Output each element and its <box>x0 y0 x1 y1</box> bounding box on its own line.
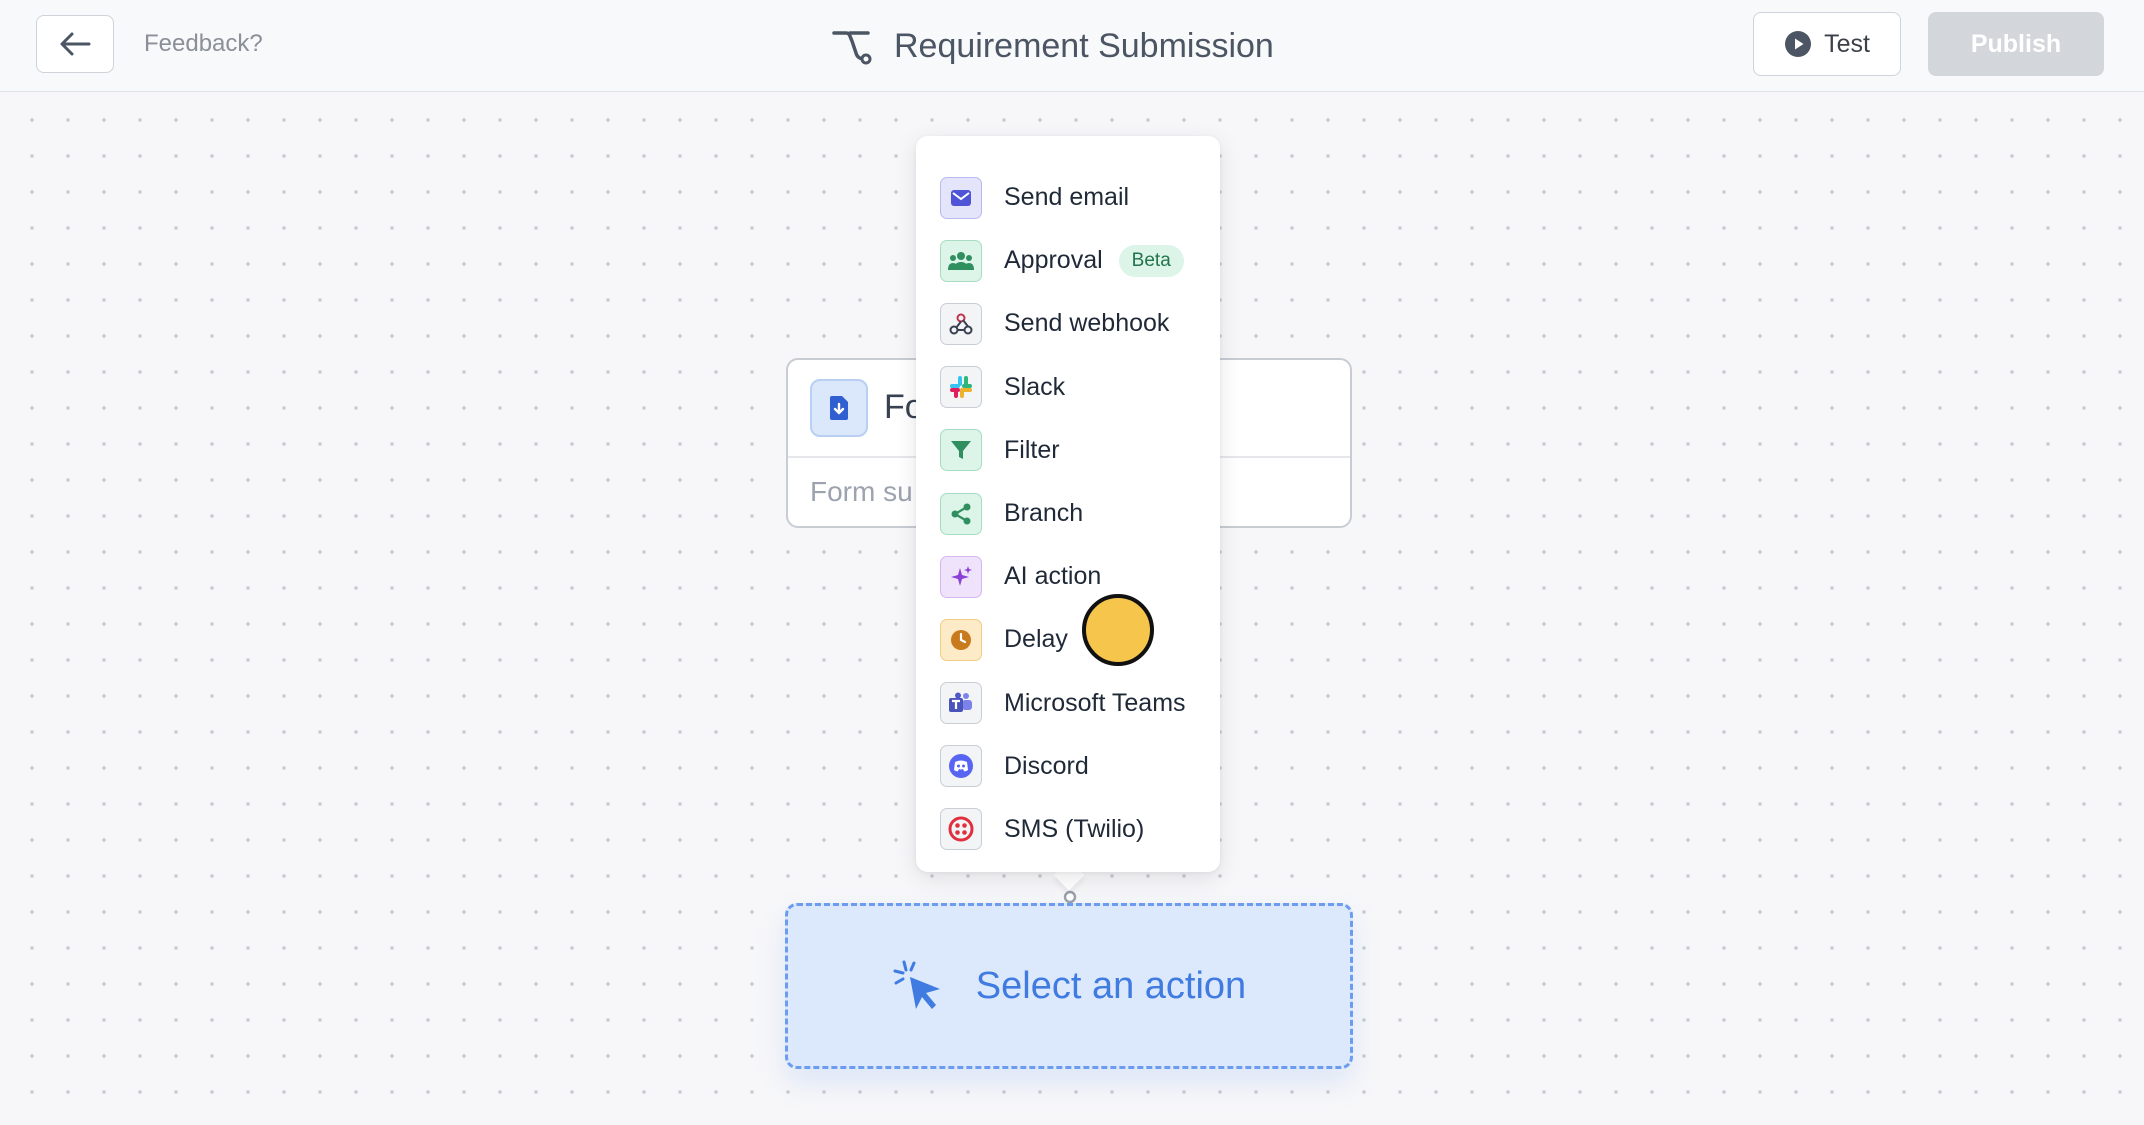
menu-item-discord[interactable]: Discord <box>916 735 1220 798</box>
trigger-subtitle: Form su <box>810 476 913 507</box>
play-circle-icon <box>1785 31 1812 57</box>
back-button[interactable] <box>36 15 114 73</box>
menu-item-label: Send webhook <box>1004 309 1170 338</box>
mouse-cursor-indicator <box>1082 594 1154 666</box>
arrow-left-icon <box>60 32 91 56</box>
menu-item-label: Slack <box>1004 372 1066 401</box>
test-button-label: Test <box>1824 29 1870 58</box>
menu-item-label: SMS (Twilio) <box>1004 814 1145 843</box>
top-bar: Feedback? Requirement Submission Test Pu… <box>0 0 2144 92</box>
form-download-icon <box>810 379 868 437</box>
menu-item-label: Approval <box>1004 246 1103 275</box>
sparkle-icon <box>940 555 982 598</box>
clock-icon <box>940 618 982 661</box>
menu-item-label: Send email <box>1004 183 1130 212</box>
feedback-link[interactable]: Feedback? <box>144 30 263 57</box>
mail-icon <box>940 176 982 219</box>
cursor-click-icon <box>893 960 940 1009</box>
twilio-icon <box>940 808 982 851</box>
menu-item-label: Branch <box>1004 499 1084 528</box>
publish-button[interactable]: Publish <box>1928 12 2104 76</box>
slack-icon <box>940 366 982 409</box>
beta-badge: Beta <box>1118 244 1184 277</box>
menu-item-branch[interactable]: Branch <box>916 482 1220 545</box>
menu-item-label: Delay <box>1004 625 1068 654</box>
workflow-title-area: Requirement Submission <box>830 18 1274 74</box>
teams-icon <box>940 682 982 725</box>
menu-item-delay[interactable]: Delay <box>916 608 1220 671</box>
menu-item-ai-action[interactable]: AI action <box>916 545 1220 608</box>
workflow-icon <box>832 31 872 65</box>
menu-item-label: Discord <box>1004 751 1089 780</box>
action-menu: Send email Approval Beta Send webhook Sl… <box>916 136 1220 872</box>
menu-item-send-webhook[interactable]: Send webhook <box>916 292 1220 355</box>
share-branch-icon <box>940 492 982 535</box>
discord-icon <box>940 745 982 788</box>
people-icon <box>940 239 982 282</box>
select-action-placeholder[interactable]: Select an action <box>785 903 1353 1069</box>
menu-item-microsoft-teams[interactable]: Microsoft Teams <box>916 672 1220 735</box>
menu-item-slack[interactable]: Slack <box>916 356 1220 419</box>
menu-item-label: AI action <box>1004 562 1102 591</box>
menu-item-filter[interactable]: Filter <box>916 419 1220 482</box>
test-button[interactable]: Test <box>1753 12 1901 76</box>
select-action-label: Select an action <box>975 964 1247 1007</box>
menu-item-label: Microsoft Teams <box>1004 688 1186 717</box>
menu-item-approval[interactable]: Approval Beta <box>916 229 1220 292</box>
menu-item-send-email[interactable]: Send email <box>916 166 1220 229</box>
page-title: Requirement Submission <box>894 26 1274 65</box>
menu-item-sms-twilio[interactable]: SMS (Twilio) <box>916 798 1220 861</box>
funnel-icon <box>940 429 982 472</box>
webhook-icon <box>940 302 982 345</box>
menu-item-label: Filter <box>1004 435 1060 464</box>
